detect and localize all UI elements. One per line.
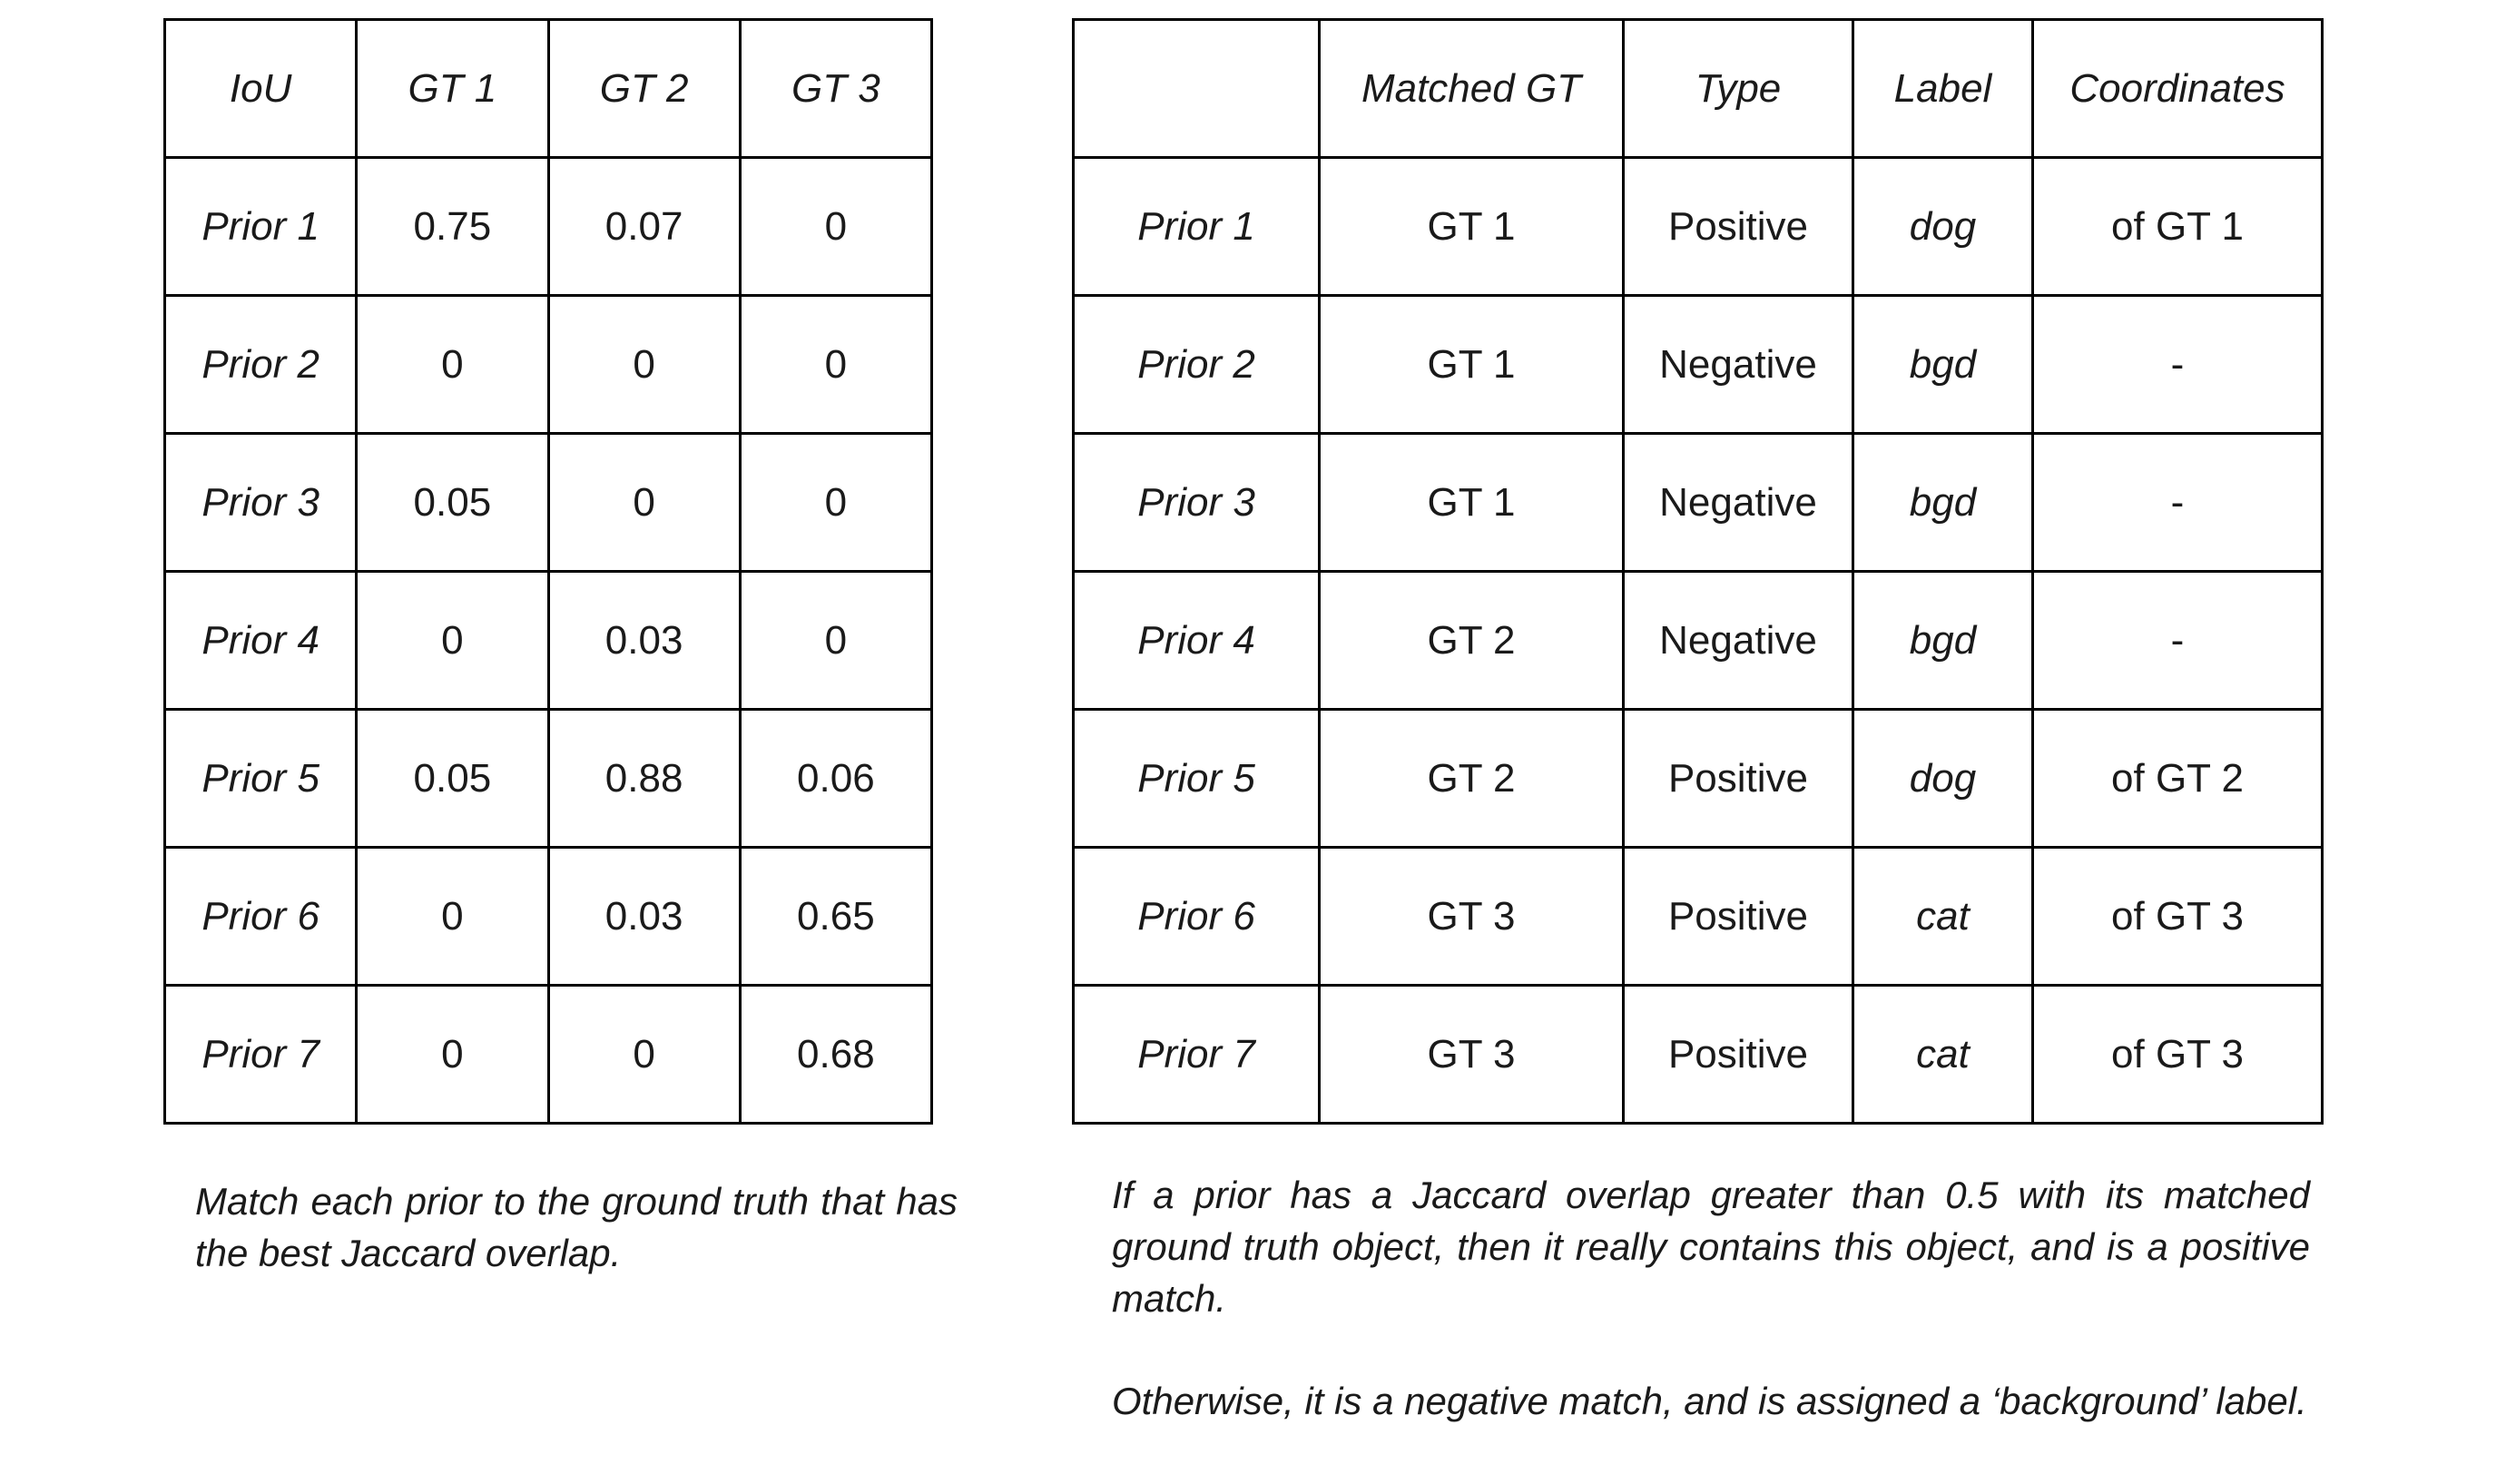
table-row: Prior 4 GT 2 Negative bgd - bbox=[1072, 570, 2324, 711]
iou-value-cell: 0.65 bbox=[738, 846, 934, 987]
iou-table: IoU GT 1 GT 2 GT 3 Prior 1 0.75 0.07 0 P… bbox=[162, 18, 934, 1125]
prior-row-label: Prior 6 bbox=[162, 846, 359, 987]
iou-value-cell: 0 bbox=[355, 294, 550, 435]
coordinates-cell: - bbox=[2031, 432, 2324, 573]
matching-corner-header bbox=[1072, 18, 1321, 159]
table-row: Prior 6 0 0.03 0.65 bbox=[162, 846, 934, 987]
table-row: Prior 7 0 0 0.68 bbox=[162, 984, 934, 1125]
prior-row-label: Prior 3 bbox=[162, 432, 359, 573]
coordinates-cell: of GT 3 bbox=[2031, 984, 2324, 1125]
gt1-column-header: GT 1 bbox=[355, 18, 550, 159]
matched-gt-cell: GT 3 bbox=[1318, 846, 1625, 987]
iou-value-cell: 0.68 bbox=[738, 984, 934, 1125]
matched-gt-cell: GT 3 bbox=[1318, 984, 1625, 1125]
label-cell: bgd bbox=[1852, 294, 2034, 435]
type-column-header: Type bbox=[1622, 18, 1854, 159]
coordinates-cell: of GT 2 bbox=[2031, 708, 2324, 849]
label-cell: cat bbox=[1852, 846, 2034, 987]
matched-gt-column-header: Matched GT bbox=[1318, 18, 1625, 159]
prior-row-label: Prior 2 bbox=[162, 294, 359, 435]
prior-row-label: Prior 2 bbox=[1072, 294, 1321, 435]
prior-row-label: Prior 1 bbox=[162, 156, 359, 297]
prior-row-label: Prior 7 bbox=[1072, 984, 1321, 1125]
prior-row-label: Prior 1 bbox=[1072, 156, 1321, 297]
iou-value-cell: 0 bbox=[546, 984, 742, 1125]
matching-table-header-row: Matched GT Type Label Coordinates bbox=[1072, 18, 2324, 159]
label-cell: dog bbox=[1852, 156, 2034, 297]
type-cell: Negative bbox=[1622, 432, 1854, 573]
right-caption: If a prior has a Jaccard overlap greater… bbox=[1112, 1169, 2310, 1427]
matching-table: Matched GT Type Label Coordinates Prior … bbox=[1072, 18, 2324, 1125]
iou-value-cell: 0 bbox=[355, 846, 550, 987]
matched-gt-cell: GT 1 bbox=[1318, 156, 1625, 297]
label-cell: cat bbox=[1852, 984, 2034, 1125]
iou-value-cell: 0.75 bbox=[355, 156, 550, 297]
prior-row-label: Prior 4 bbox=[162, 570, 359, 711]
iou-value-cell: 0 bbox=[546, 432, 742, 573]
prior-row-label: Prior 6 bbox=[1072, 846, 1321, 987]
iou-value-cell: 0.05 bbox=[355, 708, 550, 849]
iou-value-cell: 0.05 bbox=[355, 432, 550, 573]
table-row: Prior 3 0.05 0 0 bbox=[162, 432, 934, 573]
label-cell: bgd bbox=[1852, 432, 2034, 573]
iou-value-cell: 0.88 bbox=[546, 708, 742, 849]
type-cell: Negative bbox=[1622, 570, 1854, 711]
table-row: Prior 5 GT 2 Positive dog of GT 2 bbox=[1072, 708, 2324, 849]
prior-row-label: Prior 5 bbox=[162, 708, 359, 849]
prior-row-label: Prior 7 bbox=[162, 984, 359, 1125]
prior-row-label: Prior 5 bbox=[1072, 708, 1321, 849]
table-row: Prior 4 0 0.03 0 bbox=[162, 570, 934, 711]
label-cell: dog bbox=[1852, 708, 2034, 849]
iou-value-cell: 0.03 bbox=[546, 570, 742, 711]
coordinates-cell: of GT 3 bbox=[2031, 846, 2324, 987]
table-row: Prior 2 0 0 0 bbox=[162, 294, 934, 435]
iou-value-cell: 0.07 bbox=[546, 156, 742, 297]
iou-value-cell: 0 bbox=[738, 432, 934, 573]
type-cell: Positive bbox=[1622, 708, 1854, 849]
coordinates-cell: - bbox=[2031, 294, 2324, 435]
type-cell: Positive bbox=[1622, 984, 1854, 1125]
type-cell: Negative bbox=[1622, 294, 1854, 435]
gt2-column-header: GT 2 bbox=[546, 18, 742, 159]
iou-value-cell: 0.03 bbox=[546, 846, 742, 987]
matched-gt-cell: GT 1 bbox=[1318, 432, 1625, 573]
type-cell: Positive bbox=[1622, 846, 1854, 987]
table-row: Prior 6 GT 3 Positive cat of GT 3 bbox=[1072, 846, 2324, 987]
iou-value-cell: 0 bbox=[546, 294, 742, 435]
iou-value-cell: 0 bbox=[738, 156, 934, 297]
label-column-header: Label bbox=[1852, 18, 2034, 159]
label-cell: bgd bbox=[1852, 570, 2034, 711]
table-row: Prior 2 GT 1 Negative bgd - bbox=[1072, 294, 2324, 435]
right-caption-paragraph-2: Otherwise, it is a negative match, and i… bbox=[1112, 1380, 2307, 1423]
coordinates-cell: - bbox=[2031, 570, 2324, 711]
prior-row-label: Prior 3 bbox=[1072, 432, 1321, 573]
prior-row-label: Prior 4 bbox=[1072, 570, 1321, 711]
iou-table-header-row: IoU GT 1 GT 2 GT 3 bbox=[162, 18, 934, 159]
matched-gt-cell: GT 2 bbox=[1318, 708, 1625, 849]
right-caption-paragraph-1: If a prior has a Jaccard overlap greater… bbox=[1112, 1174, 2310, 1321]
coordinates-column-header: Coordinates bbox=[2031, 18, 2324, 159]
matched-gt-cell: GT 2 bbox=[1318, 570, 1625, 711]
iou-corner-header: IoU bbox=[162, 18, 359, 159]
left-caption-text: Match each prior to the ground truth tha… bbox=[195, 1180, 958, 1275]
iou-value-cell: 0 bbox=[738, 294, 934, 435]
table-row: Prior 1 0.75 0.07 0 bbox=[162, 156, 934, 297]
iou-value-cell: 0 bbox=[355, 570, 550, 711]
iou-value-cell: 0 bbox=[355, 984, 550, 1125]
left-caption: Match each prior to the ground truth tha… bbox=[195, 1175, 958, 1279]
type-cell: Positive bbox=[1622, 156, 1854, 297]
matched-gt-cell: GT 1 bbox=[1318, 294, 1625, 435]
iou-value-cell: 0 bbox=[738, 570, 934, 711]
table-row: Prior 5 0.05 0.88 0.06 bbox=[162, 708, 934, 849]
coordinates-cell: of GT 1 bbox=[2031, 156, 2324, 297]
gt3-column-header: GT 3 bbox=[738, 18, 934, 159]
table-row: Prior 3 GT 1 Negative bgd - bbox=[1072, 432, 2324, 573]
table-row: Prior 1 GT 1 Positive dog of GT 1 bbox=[1072, 156, 2324, 297]
iou-value-cell: 0.06 bbox=[738, 708, 934, 849]
table-row: Prior 7 GT 3 Positive cat of GT 3 bbox=[1072, 984, 2324, 1125]
